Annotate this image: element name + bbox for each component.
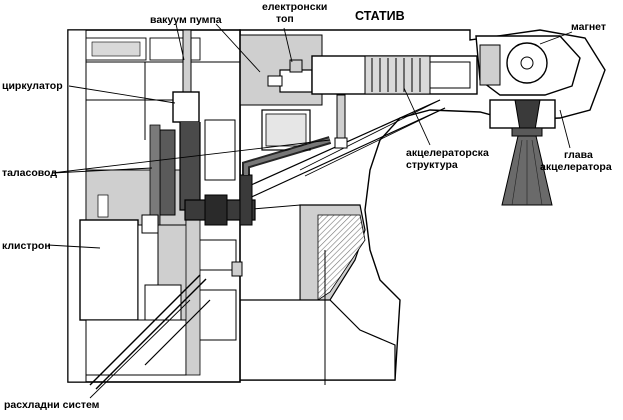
label-waveguide: таласовод — [2, 167, 58, 179]
label-klystron: клистрон — [2, 240, 51, 252]
label-electron-gun-line1: електронски — [262, 1, 328, 13]
accelerator-structure — [311, 55, 478, 95]
label-accelerator-structure-line1: акцелераторска — [406, 147, 489, 159]
label-cooling-system: расхладни систем — [4, 399, 100, 411]
electron-gun — [267, 59, 313, 93]
label-accelerator-head-line2: акцелератора — [540, 161, 612, 173]
label-electron-gun-line2: топ — [276, 13, 294, 25]
accelerator-head — [475, 35, 581, 206]
label-magnet: магнет — [571, 21, 607, 33]
label-circulator: циркулатор — [2, 80, 63, 92]
leader-lines — [47, 23, 573, 399]
label-vacuum-pump: вакуум пумпа — [150, 14, 222, 26]
label-accelerator-structure-line2: структура — [406, 159, 458, 171]
waveguide-pipes — [141, 29, 348, 277]
label-accelerator-head-line1: глава — [564, 149, 593, 161]
label-stand: СТАТИВ — [355, 9, 405, 23]
